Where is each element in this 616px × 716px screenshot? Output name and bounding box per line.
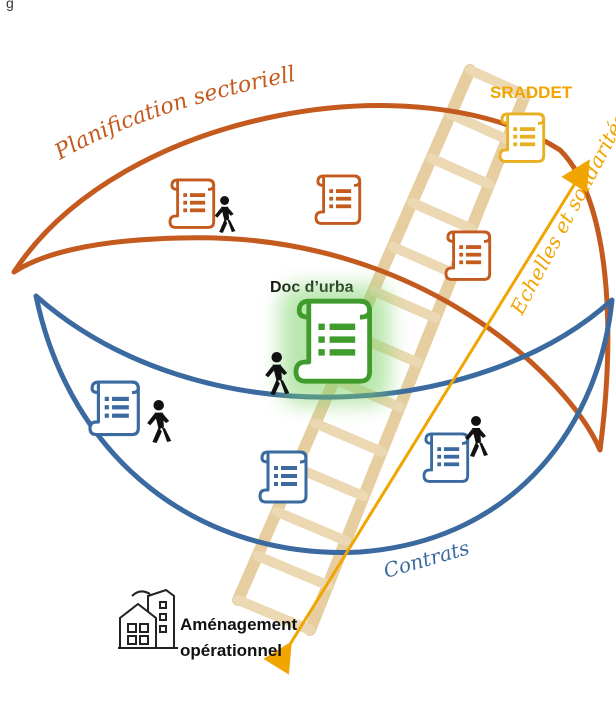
- contrats-label: Contrats: [381, 535, 472, 582]
- amenagement-label-line1: Aménagement: [180, 615, 297, 634]
- document-icon: [314, 174, 362, 225]
- document-icon: [444, 230, 492, 281]
- sraddet-document-icon: [498, 112, 546, 163]
- amenagement-label-line2: opérationnel: [180, 641, 282, 660]
- walking-person-icon: [147, 400, 172, 444]
- ladder-rung: [310, 418, 387, 457]
- planification-label: Planification sectorielle: [0, 0, 297, 166]
- buildings-icon: [118, 588, 178, 649]
- ladder-rung: [445, 109, 513, 145]
- scales-arrow: [263, 159, 590, 675]
- top-caption: g: [6, 0, 14, 11]
- document-icon: [168, 178, 216, 229]
- document-icon: [422, 432, 470, 483]
- ladder-rung: [465, 65, 530, 100]
- document-icon: [258, 450, 308, 504]
- ladder-rung: [252, 550, 333, 591]
- document-icon: [88, 380, 140, 437]
- ladder-rung: [271, 506, 351, 546]
- ladder-rung: [387, 241, 459, 279]
- doc-urba-document-icon: [296, 301, 370, 381]
- walking-person-icon: [214, 196, 236, 233]
- planification-arc: [11, 103, 611, 453]
- sraddet-label: SRADDET: [490, 83, 573, 102]
- ladder-rung: [426, 153, 495, 190]
- ladder-rung: [407, 197, 477, 234]
